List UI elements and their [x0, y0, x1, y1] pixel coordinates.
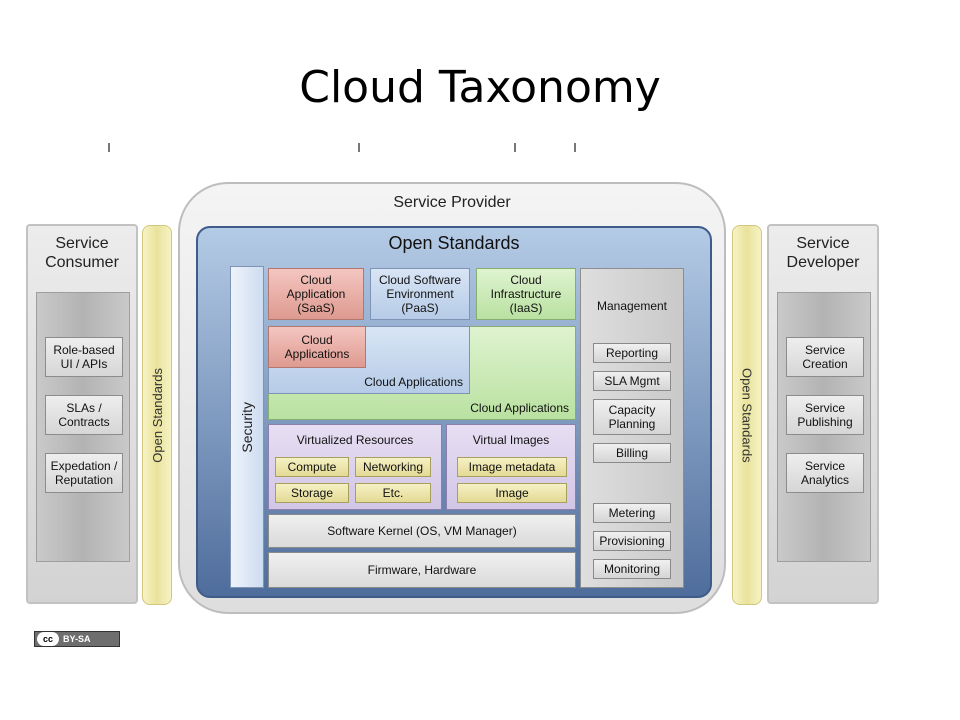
iaas-box: Cloud Infrastructure (IaaS): [476, 268, 576, 320]
service-consumer-item: SLAs / Contracts: [45, 395, 123, 435]
cloud-applications-green-label: Cloud Applications: [470, 401, 569, 415]
billing-box: Billing: [593, 443, 671, 463]
security-label: Security: [239, 401, 255, 453]
storage-box: Storage: [275, 483, 349, 503]
service-consumer-title: Service Consumer: [45, 235, 119, 271]
service-provider-title: Service Provider: [393, 194, 511, 211]
cloud-applications-blue-label: Cloud Applications: [364, 375, 463, 389]
open-standards-right-strip: Open Standards: [732, 225, 762, 605]
paas-box: Cloud Software Environment (PaaS): [370, 268, 470, 320]
image-metadata-box: Image metadata: [457, 457, 567, 477]
virtual-images-title: Virtual Images: [472, 433, 550, 447]
metering-box: Metering: [593, 503, 671, 523]
virtual-images-box: Virtual Images Image metadata Image: [446, 424, 576, 510]
service-developer-title: Service Developer: [786, 235, 860, 271]
virtualized-resources-box: Virtualized Resources Compute Networking…: [268, 424, 442, 510]
open-standards-title: Open Standards: [388, 233, 520, 253]
management-title: Management: [596, 299, 668, 313]
open-standards-right-label: Open Standards: [739, 367, 755, 463]
compute-box: Compute: [275, 457, 349, 477]
virtualized-resources-title: Virtualized Resources: [296, 433, 414, 447]
service-provider-panel: Service Provider Open Standards Security…: [178, 182, 726, 614]
open-standards-left-label: Open Standards: [149, 367, 165, 463]
service-developer-item: Service Analytics: [786, 453, 864, 493]
cloud-applications-red: Cloud Applications: [268, 326, 366, 368]
sla-mgmt-box: SLA Mgmt: [593, 371, 671, 391]
open-standards-panel: Open Standards Security Cloud Applicatio…: [196, 226, 712, 598]
service-developer-item: Service Publishing: [786, 395, 864, 435]
service-consumer-item: Expedation / Reputation: [45, 453, 123, 493]
service-developer-inner: Service Creation Service Publishing Serv…: [777, 292, 871, 562]
service-consumer-panel: Service Consumer Role-based UI / APIs SL…: [26, 224, 138, 604]
monitoring-box: Monitoring: [593, 559, 671, 579]
cc-license-badge: cc BY-SA: [34, 631, 120, 647]
reporting-box: Reporting: [593, 343, 671, 363]
provisioning-box: Provisioning: [593, 531, 671, 551]
service-developer-item: Service Creation: [786, 337, 864, 377]
cc-icon: cc: [37, 632, 59, 646]
image-box: Image: [457, 483, 567, 503]
open-standards-left-strip: Open Standards: [142, 225, 172, 605]
slide-title: Cloud Taxonomy: [299, 62, 661, 113]
cc-license-label: BY-SA: [63, 634, 91, 644]
firmware-hardware-box: Firmware, Hardware: [268, 552, 576, 588]
etc-box: Etc.: [355, 483, 431, 503]
service-developer-panel: Service Developer Service Creation Servi…: [767, 224, 879, 604]
networking-box: Networking: [355, 457, 431, 477]
cropped-text-fragments: [96, 143, 596, 153]
security-column: Security: [230, 266, 264, 588]
service-consumer-inner: Role-based UI / APIs SLAs / Contracts Ex…: [36, 292, 130, 562]
management-column: Management Reporting SLA Mgmt Capacity P…: [580, 268, 684, 588]
saas-box: Cloud Application (SaaS): [268, 268, 364, 320]
cloud-applications-blue: Cloud Applications: [268, 326, 470, 394]
capacity-planning-box: Capacity Planning: [593, 399, 671, 435]
service-consumer-item: Role-based UI / APIs: [45, 337, 123, 377]
software-kernel-box: Software Kernel (OS, VM Manager): [268, 514, 576, 548]
